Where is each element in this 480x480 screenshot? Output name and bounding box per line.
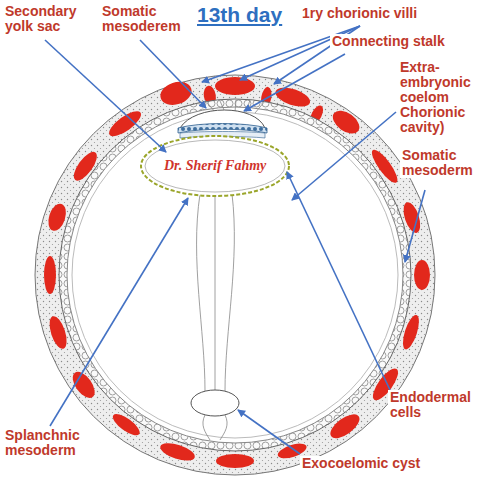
part-label: Somatic mesoderem (100, 4, 195, 34)
leader-line (238, 410, 300, 454)
watermark: Dr. Sherif Fahmy (164, 158, 266, 174)
leader-line (140, 40, 206, 108)
leader-line (287, 172, 390, 390)
leader-line (405, 190, 425, 262)
secondary-yolk-sac (141, 136, 289, 196)
exocoelomic-cyst (191, 390, 239, 416)
part-label: 1ry chorionic villi (300, 6, 475, 21)
embryonic-disc (178, 110, 267, 138)
part-label: Secondary yolk sac (3, 4, 98, 34)
part-label: Extra-embryonic coelom Chorionic cavity) (398, 60, 478, 136)
lacunae (44, 77, 430, 468)
title: 13th day (197, 3, 282, 27)
leader-line (50, 198, 188, 426)
part-label: Connecting stalk (330, 34, 475, 49)
chorion-ring (35, 75, 435, 475)
leader-lines (45, 26, 425, 454)
part-label: Exocoelomic cyst (300, 456, 470, 471)
part-label: Endodermal cells (388, 390, 478, 420)
leader-line (292, 112, 396, 200)
part-label: Splanchnic mesoderm (3, 428, 98, 458)
leader-line (244, 54, 345, 111)
leader-line (45, 40, 166, 152)
part-label: Somatic mesoderm (400, 148, 478, 178)
